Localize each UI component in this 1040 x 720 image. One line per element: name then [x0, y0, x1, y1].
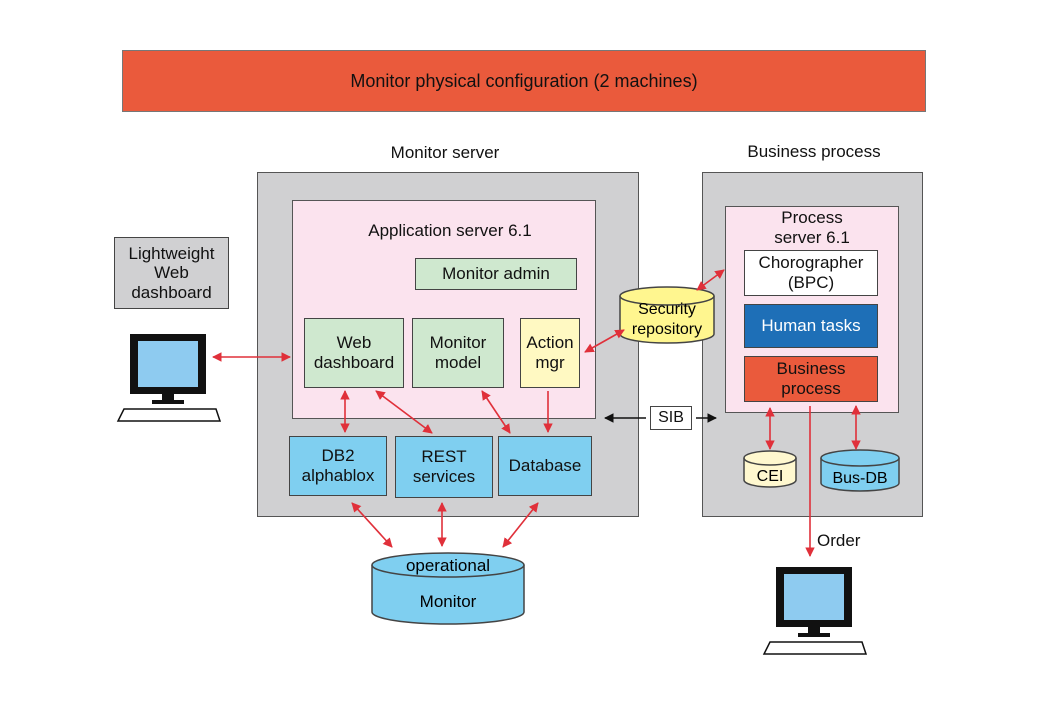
monitor-model-line1: Monitor	[429, 333, 487, 353]
choreographer-line1: Chorographer	[758, 253, 864, 273]
human-tasks-box: Human tasks	[744, 304, 878, 348]
rest-line2: services	[412, 467, 476, 486]
business-process-label: Business process	[747, 142, 881, 162]
cei-label: CEI	[757, 468, 784, 485]
web-dashboard-line2: dashboard	[313, 353, 395, 372]
action-mgr-box: Action mgr	[520, 318, 580, 388]
monitor-admin-box: Monitor admin	[415, 258, 577, 290]
operational-label: operational	[406, 556, 490, 575]
arrow-security-choreographer	[696, 269, 725, 291]
web-dashboard-box: Web dashboard	[304, 318, 404, 388]
business-process-line1: Business	[776, 359, 846, 379]
client-computer-icon	[116, 334, 222, 422]
lightweight-dashboard-box: Lightweight Web dashboard	[114, 237, 229, 309]
web-dashboard-line1: Web	[336, 333, 372, 353]
monitor-server-label: Monitor server	[390, 143, 500, 163]
rest-services-box: REST services	[395, 436, 493, 498]
process-server-line1: Process	[781, 208, 843, 228]
lightweight-line1: Lightweight	[128, 243, 215, 263]
bus-db-cylinder: Bus-DB	[820, 449, 900, 492]
business-process-line2: process	[781, 379, 841, 398]
monitor-model-box: Monitor model	[412, 318, 504, 388]
database-label: Database	[508, 456, 582, 476]
sib-box: SIB	[650, 406, 692, 430]
arrow-action-security	[584, 329, 625, 353]
process-server-label: Process server 6.1	[740, 208, 884, 248]
action-mgr-line2: mgr	[535, 353, 565, 372]
arrow-group	[212, 269, 861, 557]
db2-alphablox-box: DB2 alphablox	[289, 436, 387, 496]
title-banner: Monitor physical configuration (2 machin…	[122, 50, 926, 112]
monitor-model-line2: model	[434, 353, 482, 372]
order-computer-icon	[762, 567, 868, 655]
rest-line1: REST	[421, 447, 467, 467]
arrow-model-database	[481, 390, 511, 434]
security-repository-cylinder: Security repository	[619, 286, 715, 344]
human-tasks-label: Human tasks	[761, 316, 861, 336]
title-text: Monitor physical configuration (2 machin…	[350, 70, 698, 91]
bus-db-label: Bus-DB	[832, 470, 887, 487]
process-server-line2: server 6.1	[774, 228, 850, 247]
security-line2: repository	[632, 321, 702, 338]
arrow-database-operational	[502, 502, 539, 548]
db2-line1: DB2	[321, 446, 355, 466]
sib-label: SIB	[658, 408, 684, 426]
cei-cylinder: CEI	[743, 450, 797, 488]
order-label: Order	[817, 531, 861, 550]
arrow-db2-operational	[351, 502, 393, 548]
arrow-web-dashboard-rest	[375, 390, 433, 434]
lightweight-line3: dashboard	[131, 282, 212, 302]
monitor-admin-label: Monitor admin	[442, 264, 550, 284]
database-box: Database	[498, 436, 592, 496]
db2-line2: alphablox	[301, 466, 375, 485]
operational-monitor-cylinder: operational Monitor	[371, 552, 525, 625]
action-mgr-line1: Action	[526, 333, 574, 353]
choreographer-box: Chorographer (BPC)	[744, 250, 878, 296]
monitor-db-label: Monitor	[420, 592, 477, 611]
application-server-label: Application server 6.1	[368, 221, 532, 241]
security-line1: Security	[638, 301, 696, 318]
choreographer-line2: (BPC)	[787, 273, 835, 292]
lightweight-line2: Web	[154, 263, 189, 283]
business-process-box: Business process	[744, 356, 878, 402]
